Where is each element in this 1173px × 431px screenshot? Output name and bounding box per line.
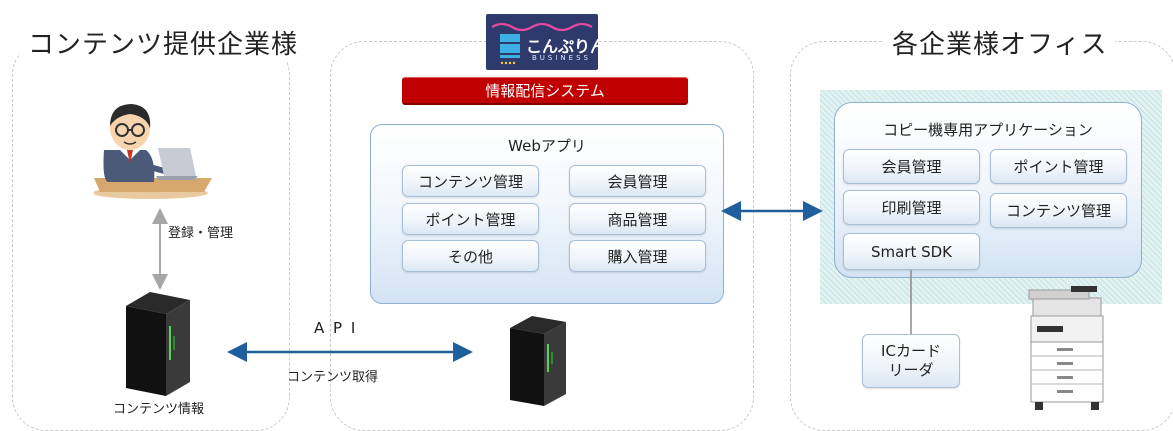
web-module-point-mgmt: ポイント管理 [402,203,539,235]
ic-card-reader-box: ICカード リーダ [862,334,960,388]
copier-icon [1028,286,1104,410]
content-server-icon [126,292,190,396]
register-label: 登録・管理 [168,226,234,241]
content-info-label: コンテンツ情報 [113,402,205,417]
copier-module-point-mgmt: ポイント管理 [990,149,1127,184]
office-region-title: 各企業様オフィス [884,24,1116,61]
system-banner: 情報配信システム [402,77,688,105]
web-module-purchase-mgmt: 購入管理 [569,240,706,272]
logo-mark-icon [491,22,593,65]
api-label: A P I [314,319,358,337]
web-module-other: その他 [402,240,539,272]
content-get-label: コンテンツ取得 [287,370,379,385]
web-app-title: Webアプリ [508,137,586,155]
web-module-content-mgmt: コンテンツ管理 [402,165,539,197]
web-module-product-mgmt: 商品管理 [569,203,706,235]
logo-subtext: BUSINESS [532,54,591,62]
conpurin-business-logo: こんぷりん BUSINESS [486,14,606,70]
copier-module-smart-sdk: Smart SDK [843,233,980,270]
copier-module-content-mgmt: コンテンツ管理 [990,193,1127,228]
web-module-member-mgmt: 会員管理 [569,165,706,197]
person-laptop-icon [94,104,212,199]
copier-module-print-mgmt: 印刷管理 [843,190,980,225]
system-server-icon [510,316,566,406]
copier-module-member-mgmt: 会員管理 [843,149,980,184]
logo-text: こんぷりん [526,37,607,56]
copier-app-title: コピー機専用アプリケーション [883,121,1093,139]
provider-region-title: コンテンツ提供企業様 [20,24,307,61]
